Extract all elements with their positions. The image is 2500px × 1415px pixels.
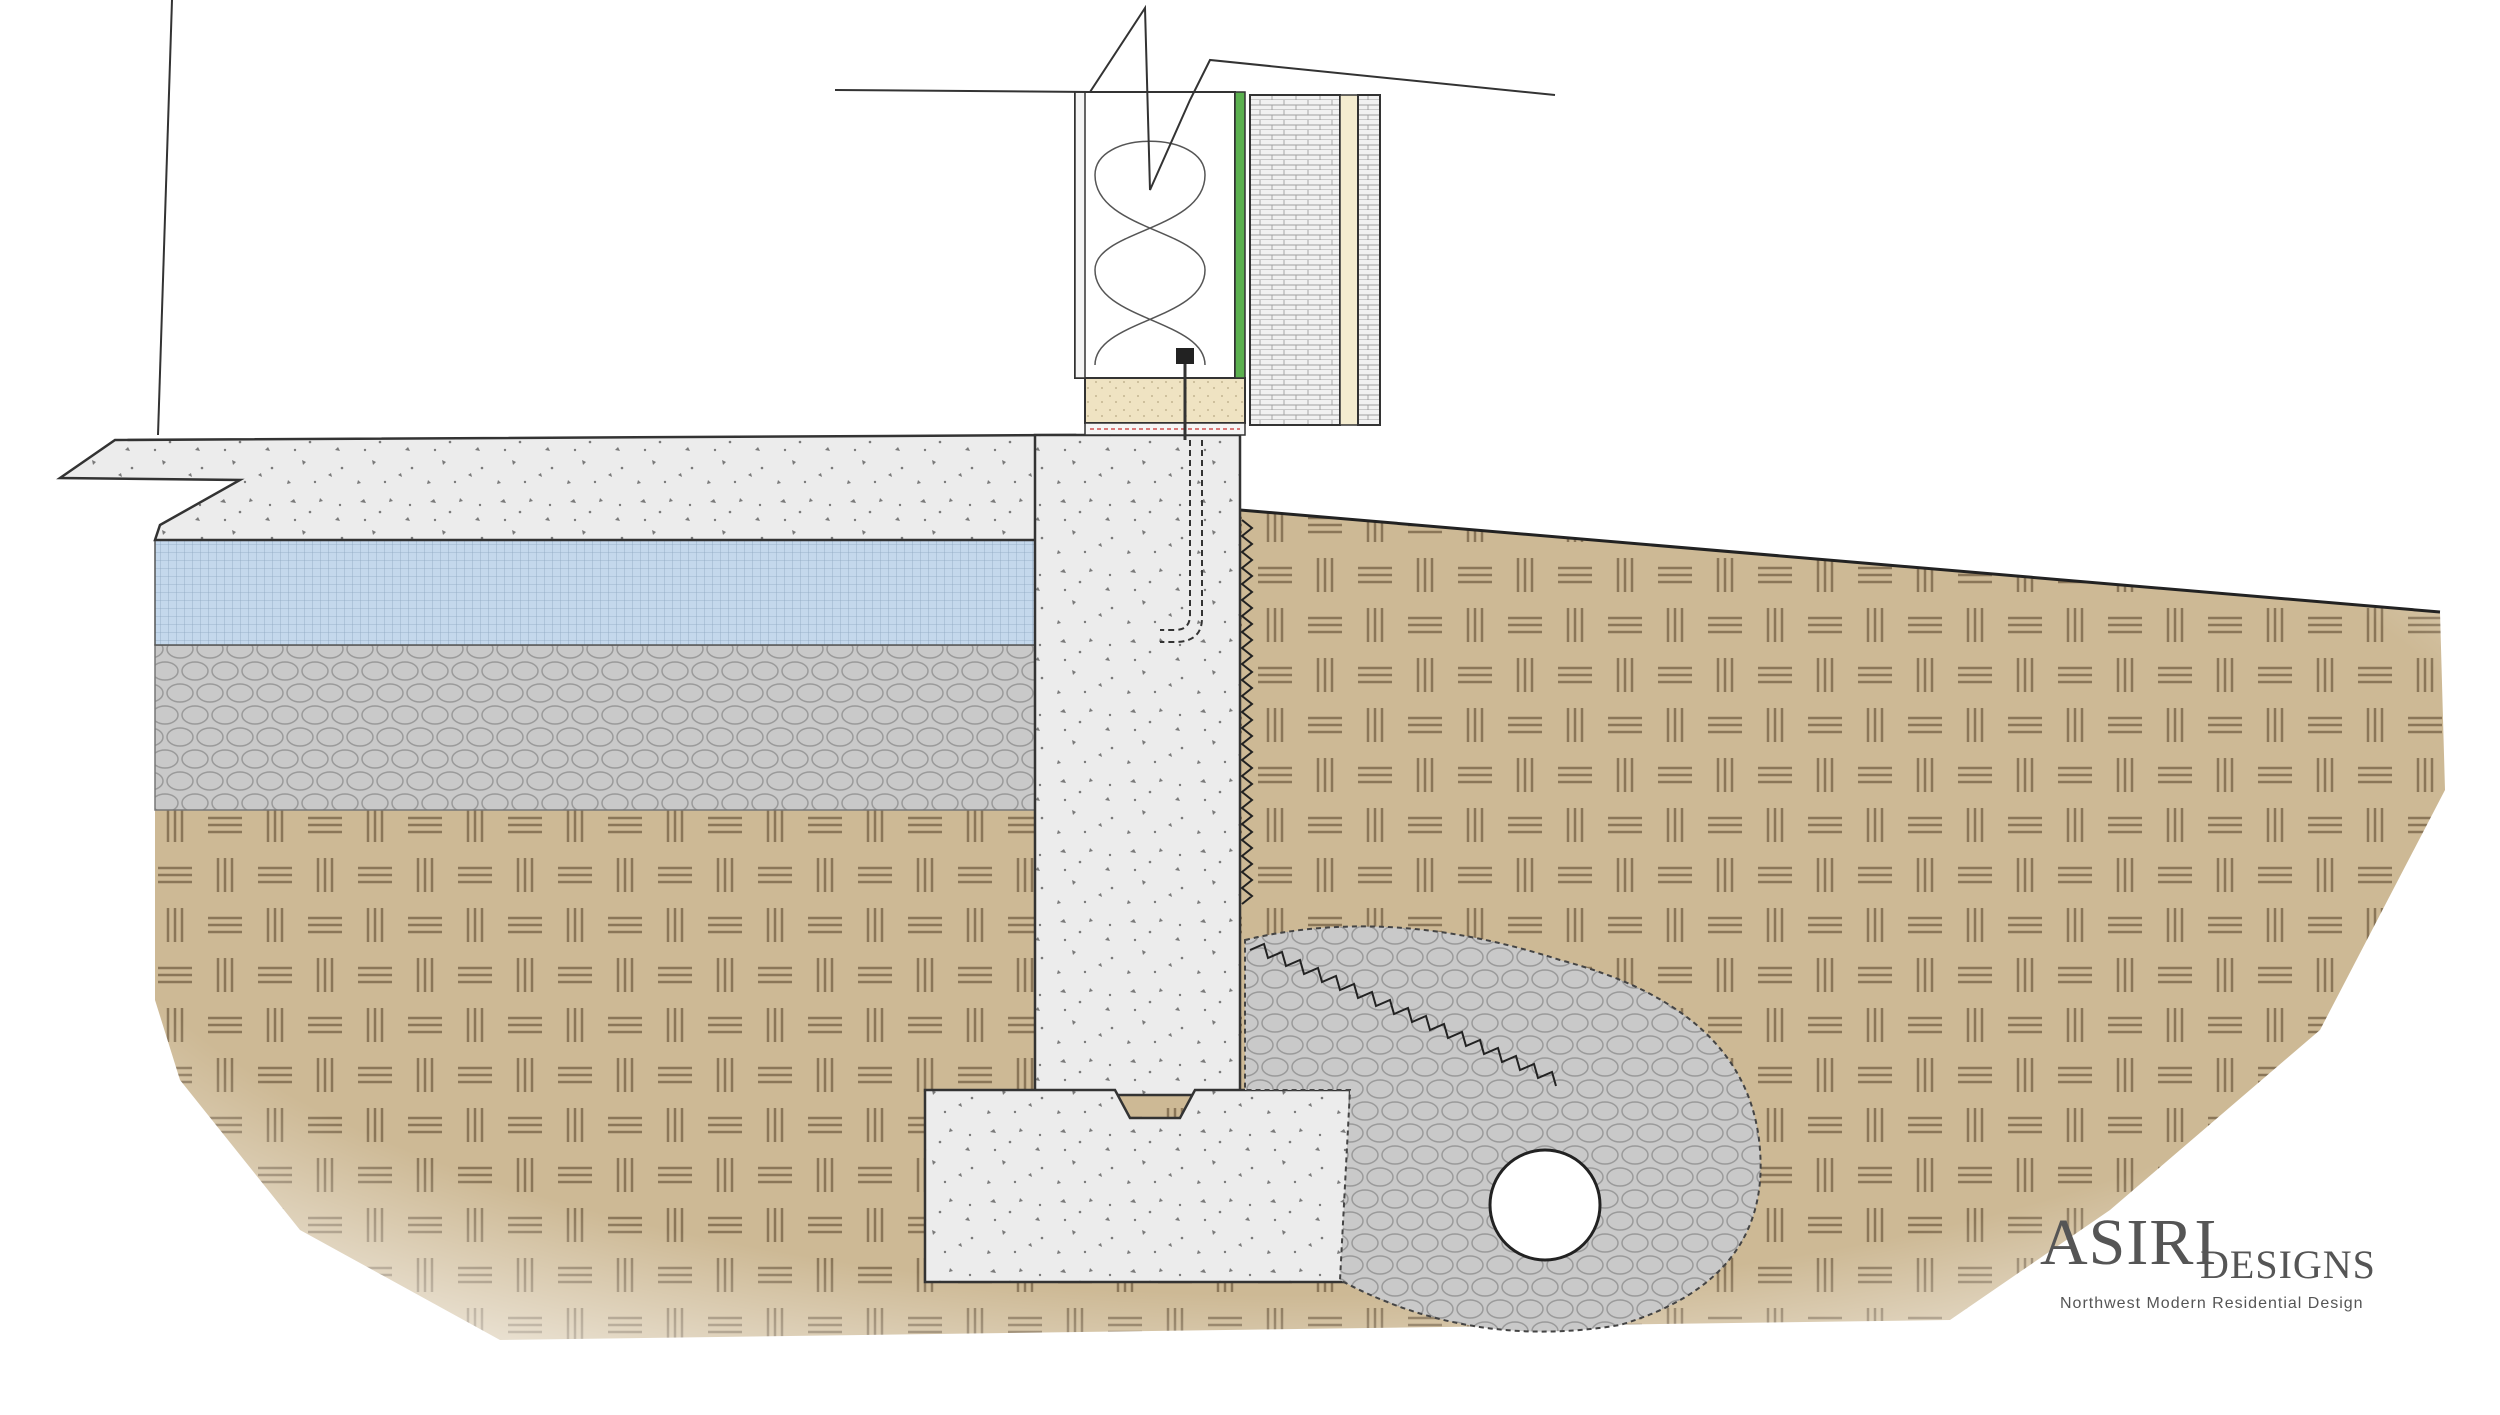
batt-insulation xyxy=(1094,140,1206,366)
perforated-drain-pipe xyxy=(1488,1148,1602,1262)
drain-rock-envelope xyxy=(1244,925,1762,1333)
filter-fabric xyxy=(1249,942,1557,1087)
air-gap xyxy=(1339,94,1359,426)
weather-resistive-barrier xyxy=(1234,91,1246,379)
masonry-veneer xyxy=(1249,94,1341,426)
sill-gasket xyxy=(1084,422,1246,436)
interior-wall-line xyxy=(157,0,173,436)
company-logo: ASIRI DESIGNS Northwest Modern Residenti… xyxy=(2040,1205,2440,1315)
concrete-slab xyxy=(56,433,1077,542)
break-line-wall xyxy=(834,4,1556,191)
gravel-base xyxy=(154,644,1036,811)
anchor-bolt-nut xyxy=(1176,348,1194,364)
gypsum-board xyxy=(1074,91,1086,379)
logo-name: ASIRI xyxy=(2040,1206,2218,1279)
concrete-footing xyxy=(923,1088,1352,1284)
dimple-drainage-membrane xyxy=(1240,519,1254,905)
logo-tagline: Northwest Modern Residential Design xyxy=(2060,1295,2364,1312)
logo-name-suffix: DESIGNS xyxy=(2200,1242,2376,1287)
finished-grade-line xyxy=(1239,508,2441,614)
cladding xyxy=(1357,94,1381,426)
sill-plate xyxy=(1084,377,1246,424)
anchor-bolt xyxy=(1160,360,1191,631)
rigid-insulation-horizontal xyxy=(154,539,1121,646)
foundation-stem-wall xyxy=(1033,433,1242,1097)
stud-cavity xyxy=(1074,91,1236,379)
